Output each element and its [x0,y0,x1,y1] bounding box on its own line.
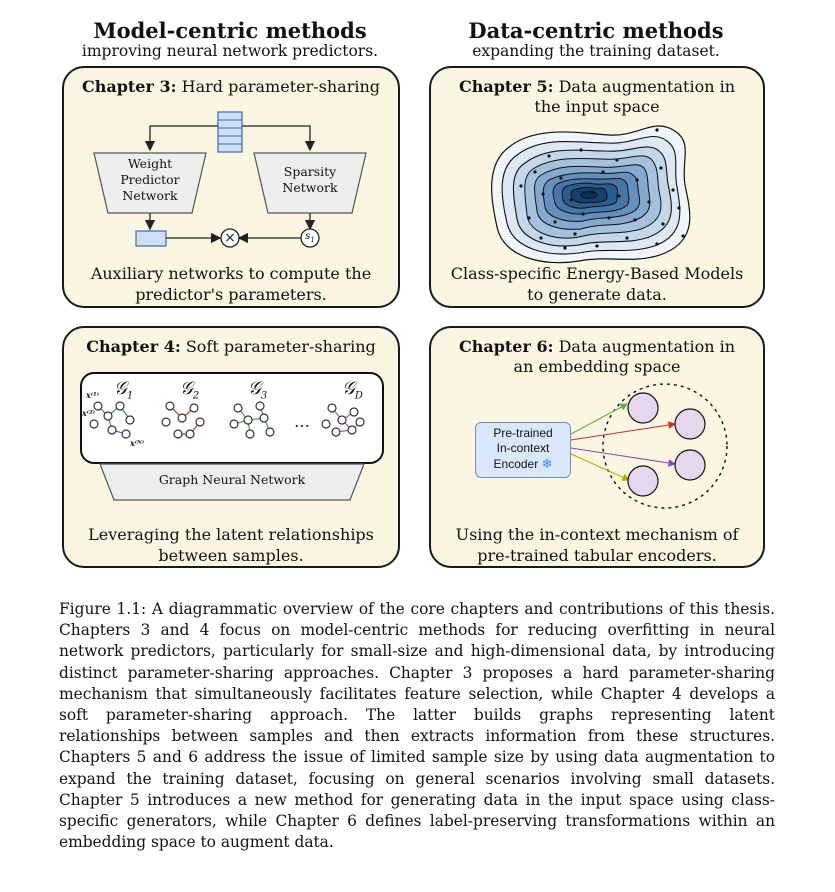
chapter-6-caption: Using the in-context mechanism of pre-tr… [455,525,739,565]
multiply-symbol: × [224,230,236,246]
chapter-5-title: Chapter 5: Data augmentation in the inpu… [458,77,736,116]
embedding-node [627,392,659,424]
gnn-label: Graph Neural Network [158,472,306,487]
soft-sharing-diagram [89,401,365,501]
ellipsis: … [294,412,310,431]
x1-label: x⁽¹⁾ [86,390,100,400]
x2-label: x⁽²⁾ [82,408,96,418]
graph-1-label: 𝒢1 [114,378,134,402]
embedding-diagram [570,383,728,509]
s1-node [300,228,320,248]
sparsity-network-label: Sparsity Network [282,164,338,195]
chapter-4-panel: Chapter 4: Soft parameter-sharing [62,326,400,568]
graphs-container [80,372,384,464]
graph-2-label: 𝒢2 [180,378,200,402]
xn-label: x⁽ᴺ⁾ [130,438,145,448]
graph-3-label: 𝒢3 [248,378,268,402]
chapter-6-title: Chapter 6: Data augmentation in an embed… [458,337,736,376]
figure-caption: Figure 1.1: A diagrammatic overview of t… [59,600,775,852]
chapter-6-panel: Chapter 6: Data augmentation in an embed… [429,326,765,568]
graph-d-label: 𝒢D [342,378,363,402]
data-centric-subheading: expanding the training dataset. [472,42,720,60]
model-centric-heading: Model-centric methods [93,18,367,43]
weight-predictor-label: Weight Predictor Network [120,156,180,203]
sample-points [519,128,685,250]
chapter-4-caption: Leveraging the latent relationships betw… [88,525,374,565]
snowflake-icon: ❄ [541,456,553,471]
input-matrix [217,111,243,153]
sparsity-network [253,152,367,214]
data-centric-heading: Data-centric methods [468,18,724,43]
model-centric-subheading: improving neural network predictors. [81,42,379,60]
energy-contour-plot [491,125,691,264]
multiply-node [220,228,240,248]
chapter-5-panel: Chapter 5: Data augmentation in the inpu… [429,66,765,308]
chapter-4-title: Chapter 4: Soft parameter-sharing [86,337,376,356]
chapter-3-panel: Chapter 3: Hard parameter-sharing [62,66,400,308]
s1-label: s1 [305,231,315,244]
hard-sharing-diagram [93,111,367,248]
chapter-3-title: Chapter 3: Hard parameter-sharing [81,77,381,96]
embedding-node [674,449,706,481]
weight-predictor-network [93,152,207,214]
embedding-node [674,408,706,440]
embedding-node [627,465,659,497]
chapter-3-caption: Auxiliary networks to compute the predic… [90,264,372,304]
graph-neural-network [99,463,365,501]
pretrained-encoder-box: Pre-trained In-context Encoder ❄ [475,422,571,478]
embedding-space-boundary [602,383,728,509]
chapter-5-caption: Class-specific Energy-Based Models to ge… [450,264,744,304]
predictor-weights-box [135,230,167,247]
